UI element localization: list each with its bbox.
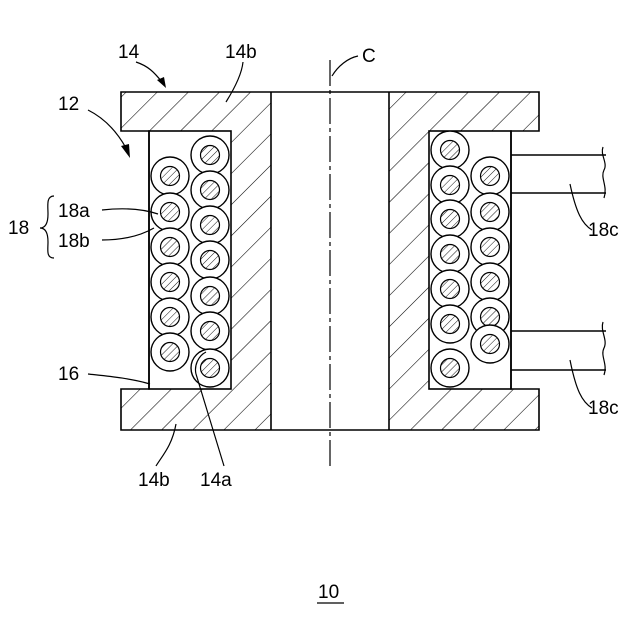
wire-conductor (481, 308, 500, 327)
wire-conductor (441, 280, 460, 299)
label-coil-assembly: 12 (58, 94, 79, 115)
wire-conductor (441, 245, 460, 264)
wire-conductor (161, 203, 180, 222)
label-flange-bottom: 14b (138, 470, 170, 491)
label-lead-bottom: 18c (588, 398, 619, 419)
wire-conductor (441, 210, 460, 229)
label-insulation: 18b (58, 231, 90, 252)
wire-conductor (481, 335, 500, 354)
wire-conductor (161, 273, 180, 292)
wire-conductor (201, 251, 220, 270)
wire-conductor (201, 216, 220, 235)
wire-conductor (201, 181, 220, 200)
label-lead-top: 18c (588, 220, 619, 241)
label-axis: C (362, 46, 376, 67)
wire-conductor (161, 343, 180, 362)
label-flange-top: 14b (225, 42, 257, 63)
wire-conductor (481, 203, 500, 222)
wire-conductor (441, 176, 460, 195)
label-bobbin: 14 (118, 42, 140, 63)
wire-conductor (201, 287, 220, 306)
wire-conductor (481, 273, 500, 292)
wire-conductor (441, 315, 460, 334)
lead-wires (511, 147, 606, 375)
label-barrel: 14a (200, 470, 232, 491)
wire-conductor (161, 308, 180, 327)
label-figure: 10 (318, 582, 339, 603)
wire-conductor (481, 167, 500, 186)
wire-conductor (201, 146, 220, 165)
wire-conductor (161, 167, 180, 186)
label-conductor: 18a (58, 201, 90, 222)
wire-conductor (161, 238, 180, 257)
label-winding: 18 (8, 218, 29, 239)
wire-conductor (481, 238, 500, 257)
wire-conductor (441, 141, 460, 160)
wire-conductor (441, 359, 460, 378)
wire-conductor (201, 322, 220, 341)
label-gap: 16 (58, 364, 79, 385)
wire-conductor (201, 359, 220, 378)
